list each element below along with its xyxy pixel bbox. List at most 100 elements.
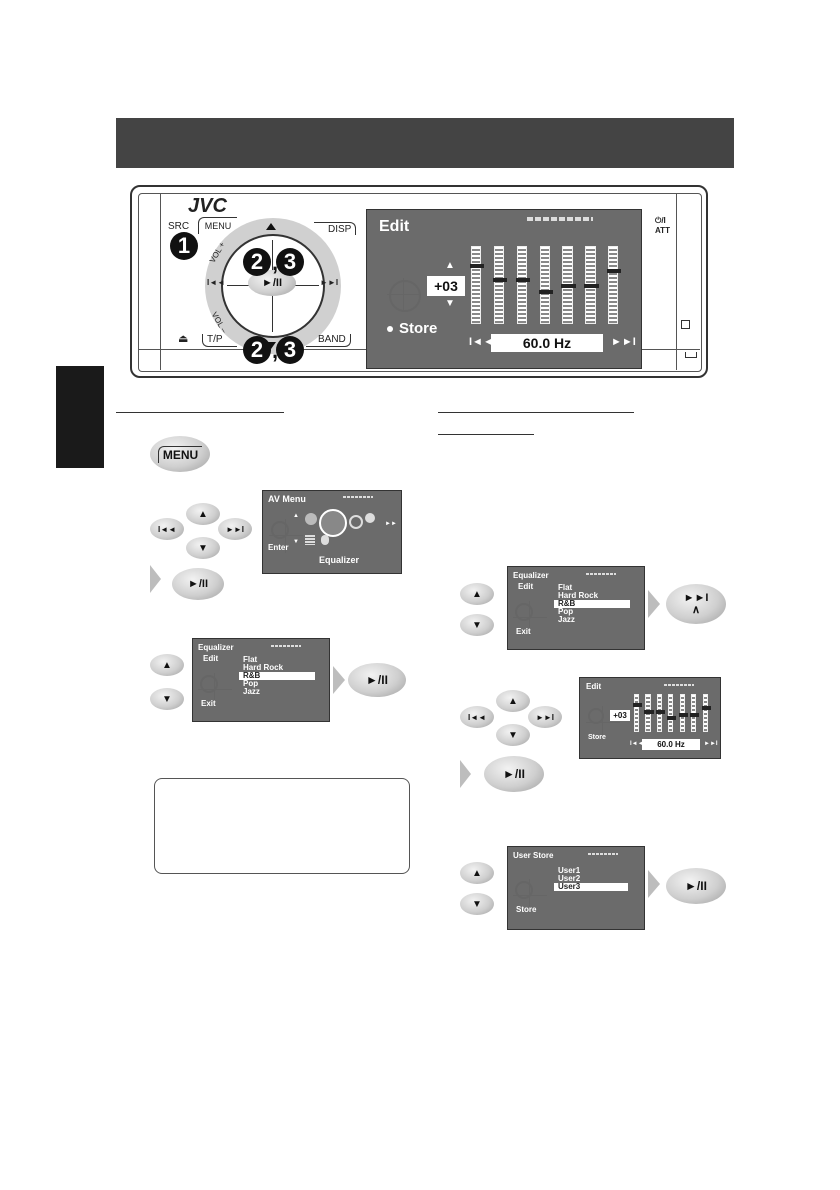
main-store-label: Store <box>399 320 438 337</box>
av-menu-caption: Equalizer <box>319 555 360 565</box>
release-icon[interactable] <box>685 352 697 358</box>
band-label[interactable]: BAND <box>306 334 351 347</box>
small-store-label: Store <box>588 734 606 741</box>
list-item[interactable]: Pop <box>558 607 574 616</box>
up-button-5[interactable]: ▲ <box>460 862 494 884</box>
eq-band-bar <box>690 694 700 732</box>
disp-label[interactable]: DISP <box>314 222 357 235</box>
list-item[interactable]: R&B <box>239 672 315 680</box>
next-button-4[interactable]: ►►I <box>528 706 562 728</box>
next-step-arrow-1 <box>150 565 161 593</box>
next-button-1[interactable]: ►►I <box>218 518 252 540</box>
main-eq-bars <box>470 246 631 324</box>
up-button-3[interactable]: ▲ <box>460 583 494 605</box>
av-enter-label: Enter <box>268 543 289 552</box>
language-tab <box>56 366 104 468</box>
note-box <box>154 778 410 874</box>
control-dial[interactable] <box>205 218 341 354</box>
right-section-rule-2 <box>438 434 534 435</box>
play-pause-button-2[interactable]: ►/II <box>348 663 406 697</box>
step-1-badge: 1 <box>170 232 198 260</box>
list-item[interactable]: User3 <box>554 883 628 891</box>
play-pause-label-2: ►/II <box>366 673 388 687</box>
next-step-arrow-5 <box>648 870 660 898</box>
av-knob-icon <box>269 519 303 553</box>
av-menu-title: AV Menu <box>268 494 306 504</box>
down-arrow-icon[interactable] <box>266 342 276 349</box>
eject-icon[interactable]: ⏏ <box>178 333 189 345</box>
down-button-2[interactable]: ▼ <box>150 688 184 710</box>
next-step-arrow-4 <box>460 760 471 788</box>
next-button-big[interactable]: ►►I ∧ <box>666 584 726 624</box>
next-big-label: ►►I <box>683 592 709 604</box>
list-item[interactable]: Jazz <box>243 687 260 696</box>
av-menu-screen: AV Menu Enter ▲ ▼ ►► Equalizer <box>262 490 402 574</box>
eq-left-edit: Edit <box>203 654 219 663</box>
next-label-4: ►►I <box>535 712 555 722</box>
prev-button-4[interactable]: I◄◄ <box>460 706 494 728</box>
eq-band-bar <box>701 694 711 732</box>
down-button-3[interactable]: ▼ <box>460 614 494 636</box>
left-section-rule <box>116 412 284 413</box>
up-button-2[interactable]: ▲ <box>150 654 184 676</box>
eq-band-marker <box>561 284 576 289</box>
bluetooth-icon <box>321 535 329 545</box>
user-store-title: User Store <box>513 851 554 860</box>
eq-band-marker <box>492 278 508 283</box>
eq-band-marker <box>667 715 677 720</box>
small-eq-bars <box>633 694 714 732</box>
tp-label[interactable]: T/P <box>202 334 237 347</box>
list-item[interactable]: Flat <box>243 655 258 664</box>
eq-band-bar <box>678 694 688 732</box>
callout-sep: , <box>272 250 278 276</box>
list-item[interactable]: Pop <box>243 679 259 688</box>
eq-band-marker <box>655 710 665 715</box>
prev-icon[interactable]: I◄◄ <box>207 278 226 287</box>
power-icon[interactable]: ⏻/I <box>655 216 666 225</box>
brand-logo: JVC <box>188 195 227 217</box>
prev-button-1[interactable]: I◄◄ <box>150 518 184 540</box>
eq-band-marker <box>470 264 485 269</box>
eq-band-marker <box>690 713 700 718</box>
eq-band-marker <box>607 268 622 273</box>
up-button-1[interactable]: ▲ <box>186 503 220 525</box>
play-pause-button-5[interactable]: ►/II <box>666 868 726 904</box>
equalizer-icon <box>319 509 347 537</box>
list-item[interactable]: Hard Rock <box>558 591 599 600</box>
list-item[interactable]: Jazz <box>558 615 575 624</box>
eq-left-knob-icon <box>198 673 232 707</box>
next-icon[interactable]: ►►I <box>320 278 339 287</box>
att-label[interactable]: ATT <box>655 226 670 235</box>
list-item[interactable]: User2 <box>558 874 581 883</box>
play-pause-button-4[interactable]: ►/II <box>484 756 544 792</box>
disc-icon <box>349 515 363 529</box>
eq-band-bar <box>561 246 576 324</box>
up-button-4[interactable]: ▲ <box>496 690 530 712</box>
up-arrow-icon[interactable] <box>266 223 276 230</box>
eq-band-bar <box>633 694 643 732</box>
main-knob-icon <box>387 278 421 312</box>
down-button-5[interactable]: ▼ <box>460 893 494 915</box>
list-item[interactable]: User1 <box>558 866 581 875</box>
small-edit-title: Edit <box>586 682 602 691</box>
eq-band-bar <box>470 246 485 324</box>
down-button-4[interactable]: ▼ <box>496 724 530 746</box>
eq-right-edit: Edit <box>518 582 534 591</box>
section-title-bar <box>116 118 734 168</box>
menu-button[interactable]: MENU <box>150 436 210 472</box>
list-item[interactable]: Hard Rock <box>243 663 284 672</box>
eq-band-bar <box>607 246 622 324</box>
prev-label-1: I◄◄ <box>157 524 177 534</box>
eq-band-marker <box>678 713 688 718</box>
down-button-1[interactable]: ▼ <box>186 537 220 559</box>
list-item[interactable]: Flat <box>558 583 573 592</box>
list-item[interactable]: R&B <box>554 600 630 608</box>
menu-device-button[interactable]: MENU <box>198 217 237 234</box>
callout-sep-lower: , <box>272 338 278 364</box>
next-label-1: ►►I <box>225 524 245 534</box>
play-pause-button-1[interactable]: ►/II <box>172 568 224 600</box>
